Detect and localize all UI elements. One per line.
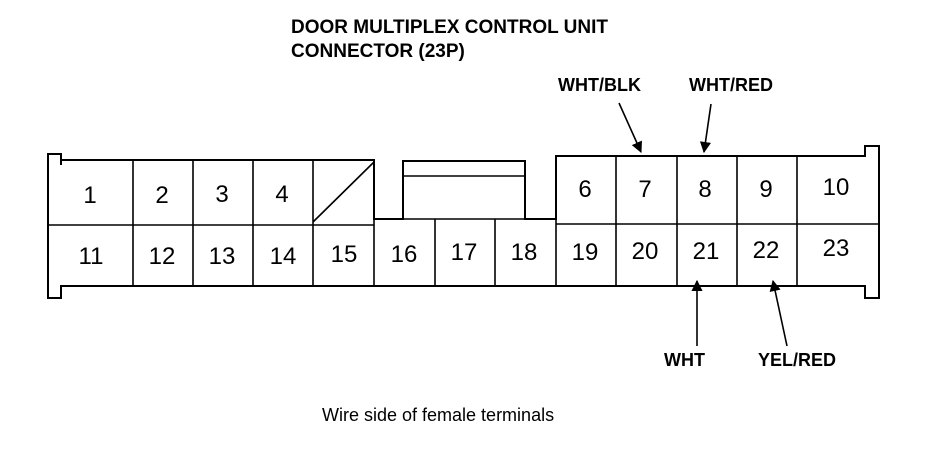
- title-line-2: CONNECTOR (23P): [291, 41, 465, 62]
- terminal-17: 17: [451, 239, 478, 266]
- arrow-to-terminal-7: [618, 102, 642, 154]
- arrow-to-terminal-22: [769, 279, 788, 347]
- terminal-3: 3: [215, 181, 228, 208]
- terminal-11: 11: [79, 243, 104, 270]
- arrow-to-terminal-8: [699, 103, 712, 154]
- terminal-18: 18: [511, 239, 538, 266]
- terminal-13: 13: [209, 243, 236, 270]
- terminal-16: 16: [391, 241, 418, 268]
- terminal-2: 2: [155, 182, 168, 209]
- terminal-9: 9: [759, 176, 772, 203]
- terminal-7: 7: [638, 176, 651, 203]
- terminal-12: 12: [149, 243, 176, 270]
- wire-label-terminal-7: WHT/BLK: [558, 75, 641, 95]
- terminal-15: 15: [331, 241, 358, 268]
- terminal-10: 10: [823, 174, 850, 201]
- wire-label-terminal-8: WHT/RED: [689, 75, 773, 95]
- connector-outline: [47, 145, 880, 299]
- terminal-21: 21: [693, 238, 720, 265]
- terminal-6: 6: [578, 176, 591, 203]
- terminal-20: 20: [632, 238, 659, 265]
- caption: Wire side of female terminals: [322, 405, 554, 425]
- top-row-dividers: [132, 156, 798, 225]
- terminal-23: 23: [823, 235, 850, 262]
- empty-cavity-slash: [312, 161, 375, 223]
- wire-label-terminal-22: YEL/RED: [758, 350, 836, 370]
- terminal-14: 14: [270, 243, 297, 270]
- terminal-22: 22: [753, 237, 780, 264]
- wire-label-terminal-21: WHT: [664, 350, 705, 370]
- terminal-4: 4: [275, 181, 288, 208]
- bottom-row-dividers: [132, 219, 798, 286]
- terminal-8: 8: [698, 176, 711, 203]
- title-line-1: DOOR MULTIPLEX CONTROL UNIT: [291, 17, 608, 38]
- terminal-19: 19: [572, 239, 599, 266]
- terminal-1: 1: [83, 182, 96, 209]
